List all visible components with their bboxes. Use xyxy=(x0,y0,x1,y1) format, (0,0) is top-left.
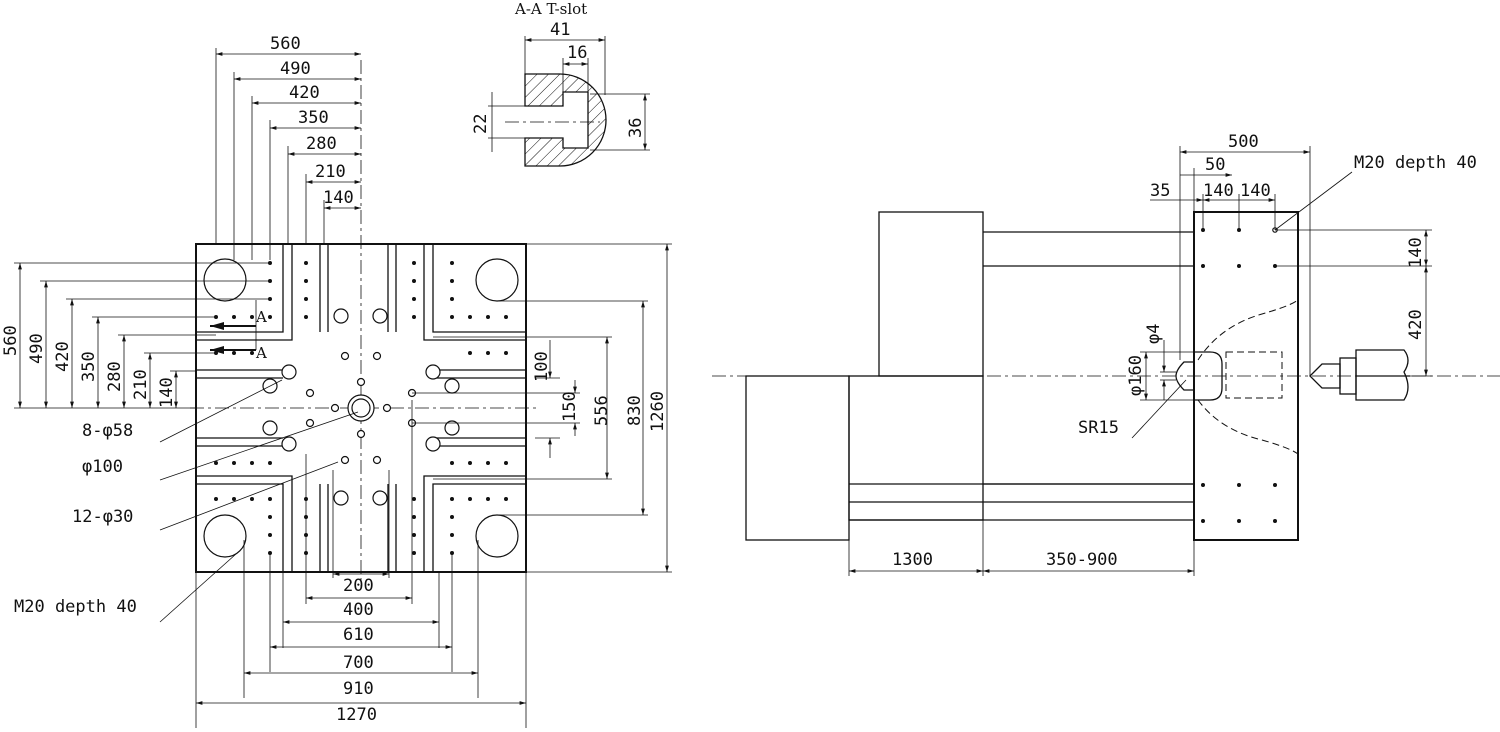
side-callout-m20-depth40: M20 depth 40 xyxy=(1354,153,1477,173)
dim-right-1260: 1260 xyxy=(648,391,668,432)
left-dimensions: 560 490 420 350 280 210 140 xyxy=(1,262,270,409)
dim-left-350: 350 xyxy=(79,351,99,382)
t-slot-hatched-profile xyxy=(524,73,607,167)
side-bottom-dimensions: 1300 350-900 xyxy=(848,520,1195,576)
dim-side-right-140: 140 xyxy=(1406,237,1426,268)
dim-left-560: 560 xyxy=(1,325,21,356)
t-slots xyxy=(196,244,526,572)
callout-sr15: SR15 xyxy=(1078,418,1119,438)
dim-left-420: 420 xyxy=(53,341,73,372)
dim-side-350-900: 350-900 xyxy=(1046,550,1118,570)
side-right-dimensions: 140 420 xyxy=(1275,229,1432,377)
side-dot-holes xyxy=(1201,227,1278,523)
dim-phi160: φ160 xyxy=(1126,355,1146,396)
holes-phi58 xyxy=(262,308,460,506)
top-dimensions: 560 490 420 350 280 210 140 xyxy=(215,34,361,260)
dim-side-140b: 140 xyxy=(1240,181,1271,201)
holes-phi30 xyxy=(305,351,417,465)
dim-right-100: 100 xyxy=(532,351,552,382)
tapped-dot-holes xyxy=(214,261,508,555)
dim-16: 16 xyxy=(567,43,587,63)
dim-left-280: 280 xyxy=(105,361,125,392)
dim-bottom-200: 200 xyxy=(343,576,374,596)
dim-top-140: 140 xyxy=(323,188,354,208)
dim-top-210: 210 xyxy=(315,162,346,182)
dim-left-490: 490 xyxy=(27,333,47,364)
side-view: 500 50 35 140 140 140 420 1300 350-900 xyxy=(712,132,1500,576)
platen-front-view: A A 560 490 420 350 280 210 140 xyxy=(1,34,672,728)
dim-top-560: 560 xyxy=(270,34,301,54)
dim-right-830: 830 xyxy=(625,395,645,426)
dim-side-right-420: 420 xyxy=(1406,309,1426,340)
section-mark-a-top: A xyxy=(255,308,267,326)
bottom-dimensions: 200 400 610 700 910 1270 xyxy=(195,400,527,728)
dim-41: 41 xyxy=(550,20,570,40)
t-slot-section: A-A T-slot 41 16 22 36 xyxy=(471,0,650,167)
dim-phi4: φ4 xyxy=(1144,324,1164,344)
dim-bottom-400: 400 xyxy=(343,600,374,620)
dim-left-210: 210 xyxy=(131,369,151,400)
section-title: A-A T-slot xyxy=(514,0,587,18)
dim-side-35: 35 xyxy=(1150,181,1170,201)
tie-bar-hole xyxy=(475,258,519,302)
dim-bottom-610: 610 xyxy=(343,625,374,645)
dim-right-150: 150 xyxy=(560,391,580,422)
dim-22: 22 xyxy=(471,114,491,134)
callout-m20-depth40: M20 depth 40 xyxy=(14,597,137,617)
dim-top-490: 490 xyxy=(280,59,311,79)
right-dimensions: 100 150 556 830 1260 xyxy=(412,243,672,573)
dim-side-50: 50 xyxy=(1205,155,1225,175)
dim-top-350: 350 xyxy=(298,108,329,128)
dim-left-140: 140 xyxy=(157,377,177,408)
dim-top-420: 420 xyxy=(289,83,320,103)
side-top-dimensions: 500 50 35 140 140 xyxy=(1150,132,1311,376)
center-hole-inner xyxy=(351,398,371,418)
dim-side-500: 500 xyxy=(1228,132,1259,152)
section-mark-a-bottom: A xyxy=(255,344,267,362)
dim-bottom-700: 700 xyxy=(343,653,374,673)
callout-8-phi58: 8-φ58 xyxy=(82,421,133,441)
dim-side-1300: 1300 xyxy=(892,550,933,570)
platen-callouts: 8-φ58 φ100 12-φ30 M20 depth 40 xyxy=(14,379,359,623)
callout-12-phi30: 12-φ30 xyxy=(72,507,133,527)
tie-bar-hole xyxy=(475,514,519,558)
dim-bottom-910: 910 xyxy=(343,679,374,699)
dim-side-140a: 140 xyxy=(1203,181,1234,201)
tie-bar-hole xyxy=(203,514,247,558)
dim-right-556: 556 xyxy=(592,395,612,426)
dim-36: 36 xyxy=(626,118,646,138)
nozzle-dimensions: φ4 φ160 SR15 xyxy=(1078,324,1194,439)
callout-phi100: φ100 xyxy=(82,457,123,477)
dim-top-280: 280 xyxy=(306,134,337,154)
dim-bottom-1270: 1270 xyxy=(336,705,377,725)
tie-bar-hole xyxy=(203,258,247,302)
